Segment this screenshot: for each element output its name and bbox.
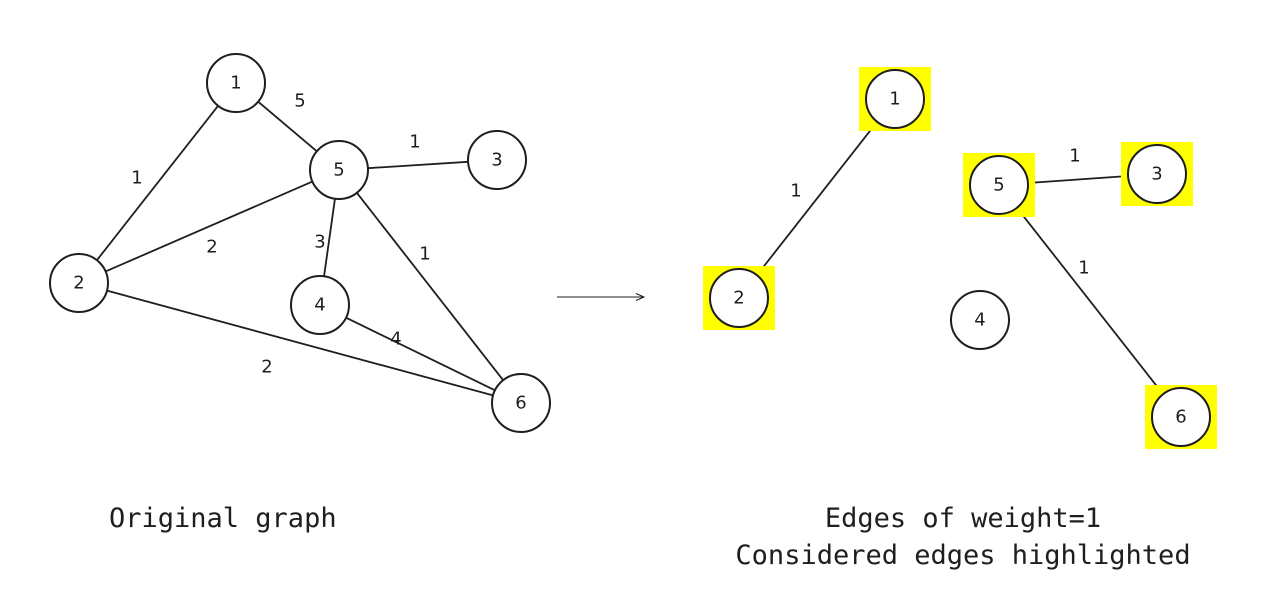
original-edge-weight-4-6: 4: [390, 329, 401, 350]
filtered-edge-5-3: [1027, 175, 1129, 184]
filtered-graph: 1 2 3 4 5 6 1 1 1: [703, 67, 1217, 449]
original-edge-2-5: [105, 180, 313, 273]
filtered-edge-labels: 1 1 1: [790, 146, 1089, 279]
original-node-label-6: 6: [515, 393, 526, 414]
original-edge-2-6: [106, 289, 494, 397]
filtered-node-5: 5: [963, 153, 1035, 217]
filtered-edges: [756, 121, 1164, 395]
filtered-node-circle-2: [709, 268, 769, 328]
filtered-node-3: 3: [1121, 142, 1193, 206]
filtered-node-circle-6: [1151, 387, 1211, 447]
original-edge-5-4: [323, 198, 336, 277]
original-edge-1-2: [96, 105, 219, 261]
filtered-nodes: 1 2 3 4 5 6: [703, 67, 1217, 449]
original-node-label-4: 4: [314, 295, 325, 316]
filtered-node-1: 1: [859, 67, 931, 131]
filtered-node-circle-5: [969, 155, 1029, 215]
original-edge-5-6: [356, 192, 504, 381]
filtered-edge-weight-5-6: 1: [1078, 258, 1089, 279]
original-edge-weight-1-2: 1: [131, 168, 142, 189]
original-edge-weight-1-5: 5: [294, 91, 305, 112]
original-edges: [96, 101, 504, 397]
original-edge-5-3: [367, 160, 469, 170]
original-node-1: 1: [206, 53, 266, 113]
original-edge-1-5: [257, 101, 318, 152]
filtered-edge-1-2: [756, 121, 878, 276]
original-graph: 1 2 3 4 5 6 5 1 1 2 3 1 4 2: [49, 53, 551, 433]
filtered-node-circle-3: [1127, 144, 1187, 204]
filtered-node-circle-1: [865, 69, 925, 129]
original-node-2: 2: [49, 253, 109, 313]
original-node-circle-2: [49, 253, 109, 313]
transform-arrow: [557, 293, 646, 301]
filtered-node-4: 4: [950, 290, 1010, 350]
original-node-6: 6: [491, 373, 551, 433]
filtered-node-6: 6: [1145, 385, 1217, 449]
filtered-edge-5-6: [1016, 207, 1164, 395]
original-node-label-3: 3: [491, 150, 502, 171]
original-node-label-5: 5: [333, 160, 344, 181]
filtered-node-label-1: 1: [889, 89, 900, 110]
original-graph-caption: Original graph: [109, 503, 337, 534]
filtered-node-2: 2: [703, 266, 775, 330]
filtered-graph-caption-line2: Considered edges highlighted: [735, 540, 1191, 571]
filtered-node-label-6: 6: [1175, 407, 1186, 428]
original-nodes: 1 2 3 4 5 6: [49, 53, 551, 433]
original-edge-weight-2-5: 2: [206, 237, 217, 258]
original-node-circle-4: [290, 275, 350, 335]
original-node-label-2: 2: [73, 273, 84, 294]
original-node-circle-3: [467, 130, 527, 190]
filtered-node-label-3: 3: [1151, 164, 1162, 185]
filtered-node-label-4: 4: [974, 310, 985, 331]
filtered-graph-caption-line1: Edges of weight=1: [824, 503, 1102, 534]
filtered-node-label-5: 5: [993, 175, 1004, 196]
original-edge-weight-5-4: 3: [314, 232, 325, 253]
original-edge-weight-2-6: 2: [261, 357, 272, 378]
original-node-circle-6: [491, 373, 551, 433]
original-edge-weight-5-3: 1: [409, 132, 420, 153]
original-node-circle-1: [206, 53, 266, 113]
original-node-label-1: 1: [230, 73, 241, 94]
original-node-5: 5: [309, 140, 369, 200]
original-edge-4-6: [345, 316, 496, 392]
original-node-4: 4: [290, 275, 350, 335]
original-edge-weight-5-6: 1: [419, 244, 430, 265]
filtered-node-circle-4: [950, 290, 1010, 350]
filtered-node-label-2: 2: [733, 288, 744, 309]
original-node-circle-5: [309, 140, 369, 200]
filtered-edge-weight-5-3: 1: [1069, 146, 1080, 167]
filtered-edge-weight-1-2: 1: [790, 181, 801, 202]
original-node-3: 3: [467, 130, 527, 190]
original-edge-labels: 5 1 1 2 3 1 4 2: [131, 91, 430, 378]
